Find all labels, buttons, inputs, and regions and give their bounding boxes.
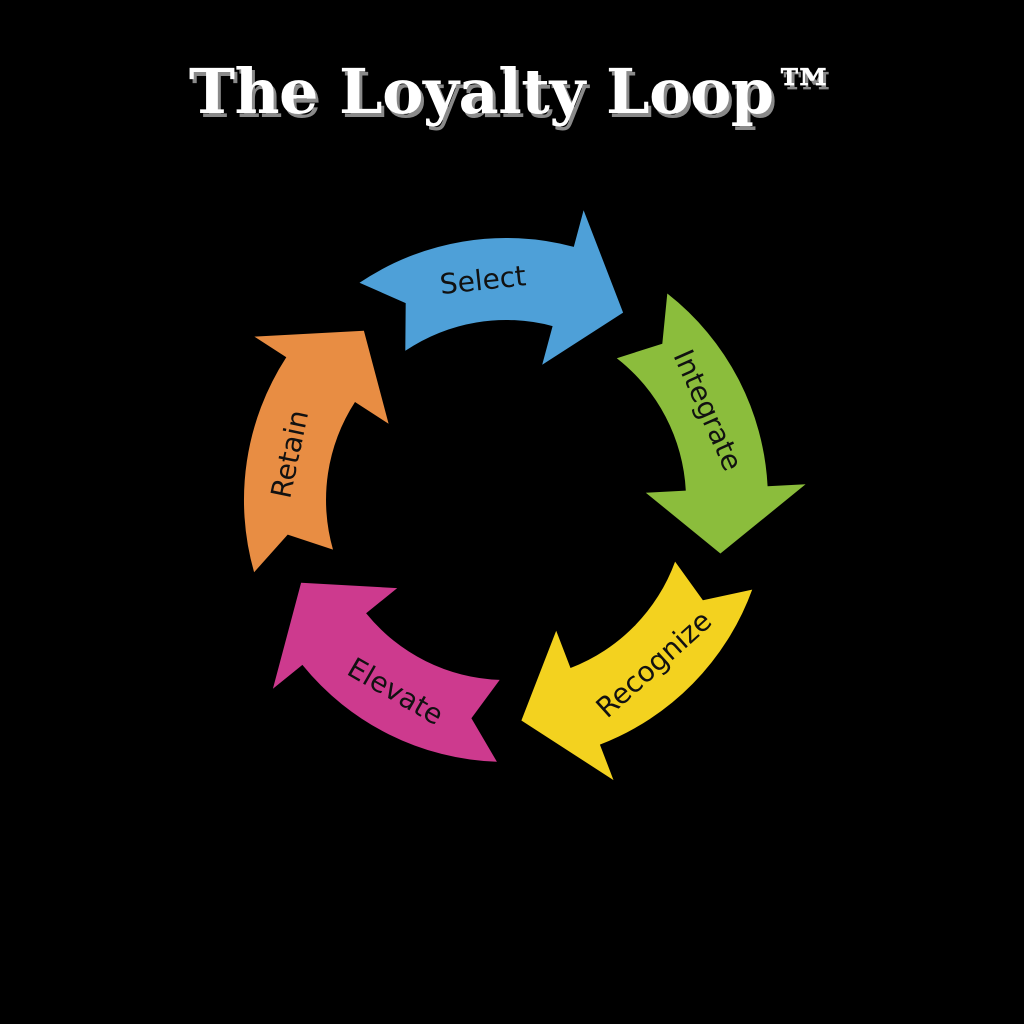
cycle-arrow-integrate: [616, 293, 806, 554]
cycle-arrow-elevate: [272, 582, 500, 762]
cycle-arrow-recognize: [521, 561, 753, 781]
page-title: The Loyalty Loop™: [188, 55, 836, 128]
cycle-arrow-retain: [243, 330, 389, 573]
cycle-arrow-select: [359, 210, 624, 365]
